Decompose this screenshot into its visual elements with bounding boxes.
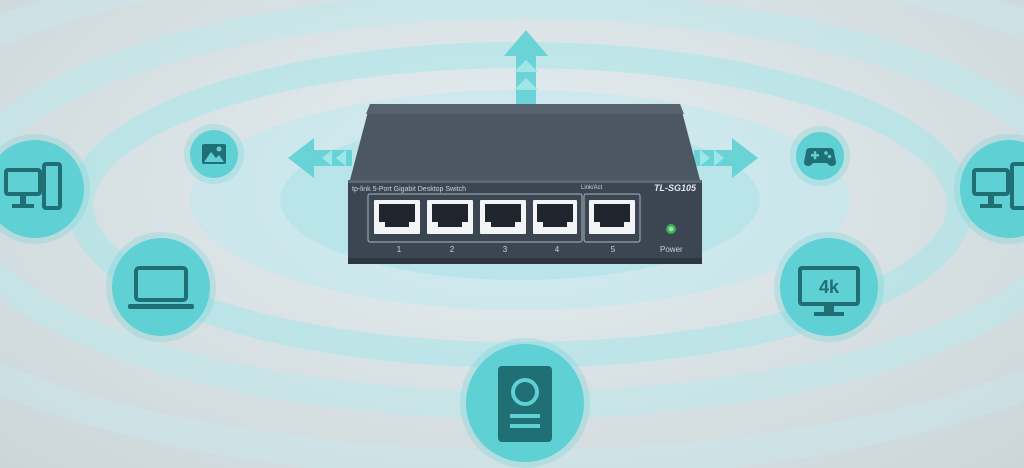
laptop-icon xyxy=(128,266,194,309)
port-label: 1 xyxy=(396,245,402,254)
port-label: 5 xyxy=(610,245,616,254)
port-label: 2 xyxy=(449,245,455,254)
svg-text:4k: 4k xyxy=(819,277,840,297)
port-label: 3 xyxy=(502,245,508,254)
desktop-computer-icon xyxy=(972,162,1024,210)
game-controller-icon xyxy=(804,148,836,166)
switch-model: TL-SG105 xyxy=(654,183,697,193)
device-node-desktop-left xyxy=(0,140,84,238)
network-switch xyxy=(348,104,702,264)
picture-icon xyxy=(202,144,226,164)
arrow-right-icon xyxy=(694,138,758,178)
device-node-desktop-right xyxy=(960,140,1024,238)
storage-server-icon xyxy=(498,366,552,442)
switch-brand-text: tp-link 5-Port Gigabit Desktop Switch xyxy=(352,186,466,193)
arrow-up-icon xyxy=(504,30,548,104)
link-act-label: Link/Act xyxy=(581,185,603,191)
arrow-left-icon xyxy=(288,138,352,178)
device-node-laptop xyxy=(112,238,210,336)
device-node-4k-tv: 4k xyxy=(780,238,878,336)
desktop-computer-icon xyxy=(4,162,62,210)
4k-tv-icon: 4k xyxy=(798,266,860,316)
device-node-game xyxy=(796,132,844,180)
port-label: 4 xyxy=(554,245,560,254)
power-label: Power xyxy=(660,245,683,254)
device-node-storage xyxy=(466,344,584,462)
device-node-picture xyxy=(190,130,238,178)
